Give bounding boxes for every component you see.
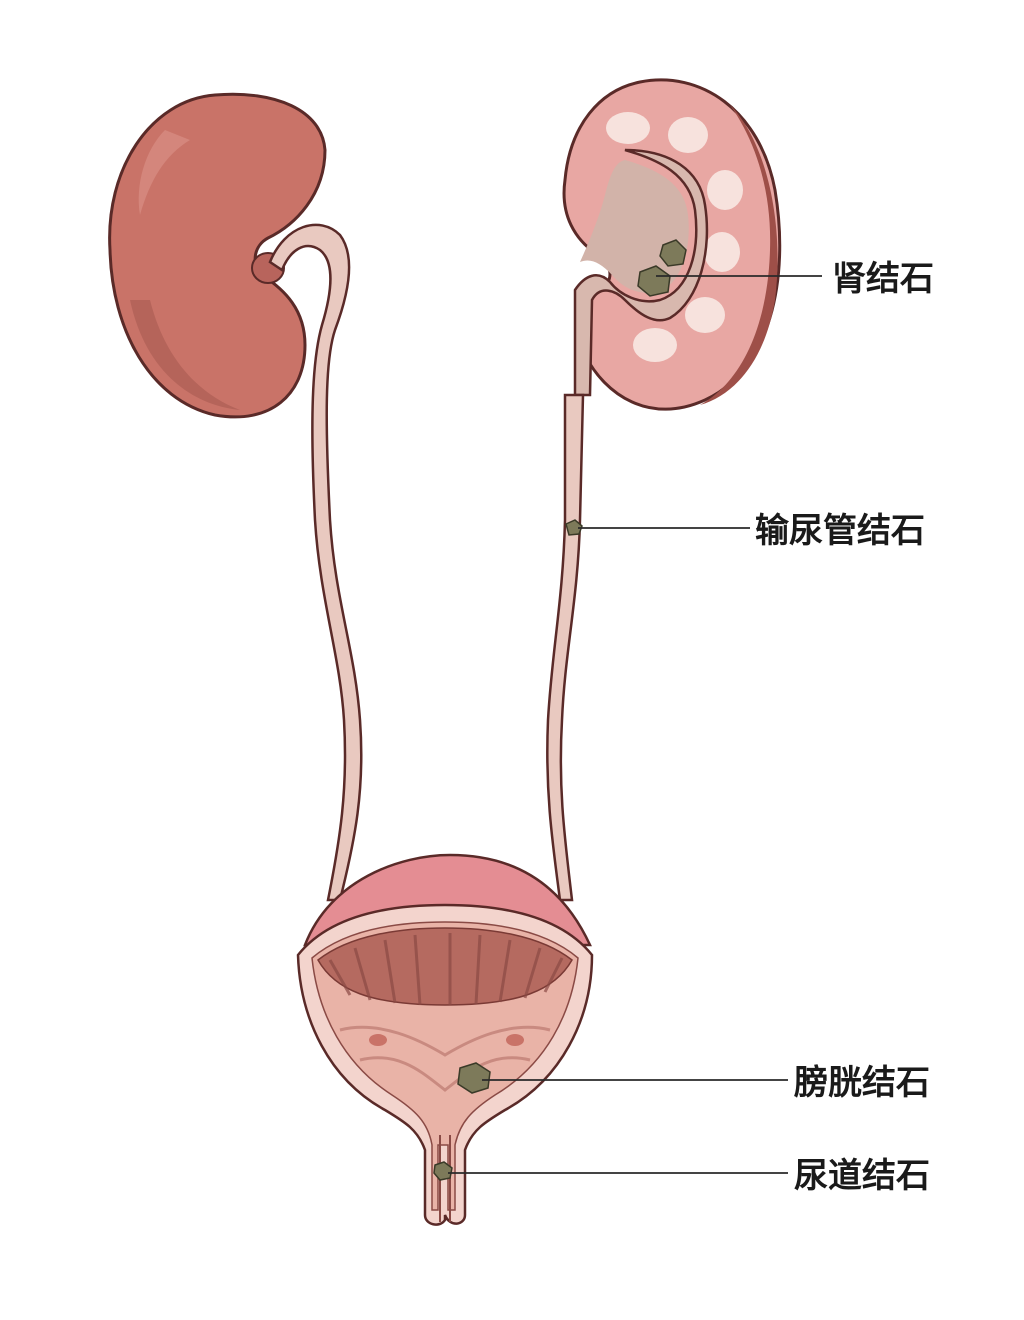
left-kidney [110,94,325,417]
ureter-stone-label: 输尿管结石 [755,511,925,551]
right-ureter [547,395,583,900]
urethra-stone-label: 尿道结石 [794,1156,930,1196]
kidney-stone-label: 肾结石 [832,259,934,299]
bladder-stone-label: 膀胱结石 [794,1063,930,1103]
